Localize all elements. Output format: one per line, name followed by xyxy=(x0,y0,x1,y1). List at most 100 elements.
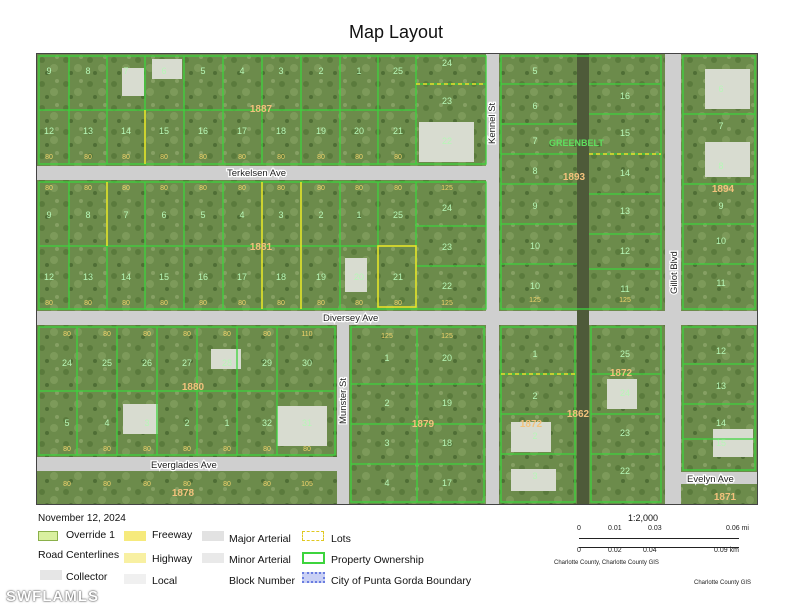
svg-text:4: 4 xyxy=(239,210,244,220)
svg-text:2: 2 xyxy=(532,391,537,401)
svg-text:105: 105 xyxy=(301,481,313,488)
collector-swatch xyxy=(40,570,62,580)
svg-text:12: 12 xyxy=(44,126,54,136)
svg-text:80: 80 xyxy=(84,185,92,192)
svg-text:22: 22 xyxy=(442,281,452,291)
svg-text:29: 29 xyxy=(262,358,272,368)
svg-text:80: 80 xyxy=(238,300,246,307)
svg-text:1: 1 xyxy=(224,418,229,428)
svg-text:80: 80 xyxy=(183,331,191,338)
svg-text:80: 80 xyxy=(45,154,53,161)
svg-text:80: 80 xyxy=(238,154,246,161)
svg-text:28: 28 xyxy=(222,358,232,368)
munster-st-road xyxy=(337,325,349,504)
svg-text:14: 14 xyxy=(121,272,131,282)
svg-text:80: 80 xyxy=(263,446,271,453)
scale-mi-2: 0.03 xyxy=(648,525,662,532)
svg-text:23: 23 xyxy=(620,428,630,438)
svg-text:4: 4 xyxy=(384,478,389,488)
svg-text:80: 80 xyxy=(317,185,325,192)
legend-local: Local xyxy=(152,575,178,587)
svg-text:24: 24 xyxy=(442,203,452,213)
svg-text:80: 80 xyxy=(63,331,71,338)
legend-override: Override 1 xyxy=(66,529,116,541)
svg-text:17: 17 xyxy=(442,478,452,488)
svg-text:9: 9 xyxy=(46,210,51,220)
svg-text:125: 125 xyxy=(529,297,541,304)
legend-freeway: Freeway xyxy=(152,529,193,541)
svg-text:125: 125 xyxy=(441,300,453,307)
svg-text:80: 80 xyxy=(223,331,231,338)
svg-text:125: 125 xyxy=(619,297,631,304)
svg-text:19: 19 xyxy=(316,272,326,282)
parcel-lines xyxy=(38,55,756,503)
street-evelyn: Evelyn Ave xyxy=(687,474,734,485)
svg-text:3: 3 xyxy=(532,471,537,481)
svg-text:80: 80 xyxy=(160,185,168,192)
evelyn-ave-road xyxy=(681,472,757,484)
svg-text:9: 9 xyxy=(46,66,51,76)
legend-major-arterial: Major Arterial xyxy=(229,533,291,545)
block-label: 1893 xyxy=(563,172,586,183)
street-terkelsen: Terkelsen Ave xyxy=(227,168,286,179)
svg-text:16: 16 xyxy=(620,91,630,101)
svg-text:13: 13 xyxy=(83,126,93,136)
svg-text:19: 19 xyxy=(316,126,326,136)
svg-text:80: 80 xyxy=(143,331,151,338)
svg-text:7: 7 xyxy=(532,136,537,146)
svg-text:80: 80 xyxy=(317,300,325,307)
block-label: 1872 xyxy=(610,368,633,379)
greenbelt-label: GREENBELT xyxy=(549,138,604,148)
svg-text:24: 24 xyxy=(62,358,72,368)
legend-highway: Highway xyxy=(152,553,193,565)
svg-text:80: 80 xyxy=(160,154,168,161)
block-label: 1894 xyxy=(712,184,735,195)
svg-text:80: 80 xyxy=(45,185,53,192)
svg-text:14: 14 xyxy=(716,418,726,428)
block-label: 1887 xyxy=(250,104,273,115)
svg-text:80: 80 xyxy=(103,446,111,453)
scale-mi-1: 0.01 xyxy=(608,525,622,532)
svg-text:80: 80 xyxy=(143,446,151,453)
lot-lines xyxy=(106,83,661,375)
local-swatch xyxy=(124,574,146,584)
street-gillot: Gillot Blvd xyxy=(669,251,680,294)
block-label: 1880 xyxy=(182,382,205,393)
legend-collector: Collector xyxy=(66,571,108,583)
svg-text:30: 30 xyxy=(302,358,312,368)
svg-text:80: 80 xyxy=(355,185,363,192)
svg-text:11: 11 xyxy=(620,284,629,294)
svg-text:7: 7 xyxy=(718,121,723,131)
svg-text:125: 125 xyxy=(441,185,453,192)
svg-text:31: 31 xyxy=(302,418,312,428)
street-kennel: Kennel St xyxy=(487,102,498,144)
svg-text:10: 10 xyxy=(716,236,726,246)
svg-text:6: 6 xyxy=(718,84,723,94)
svg-text:80: 80 xyxy=(263,481,271,488)
svg-text:25: 25 xyxy=(393,210,403,220)
svg-text:1: 1 xyxy=(356,66,361,76)
svg-text:80: 80 xyxy=(277,300,285,307)
svg-text:80: 80 xyxy=(199,300,207,307)
watermark: SWFLAMLS xyxy=(6,588,99,605)
scale-km-0: 0 xyxy=(577,547,581,554)
svg-text:80: 80 xyxy=(122,185,130,192)
lots-swatch xyxy=(302,531,324,541)
svg-text:24: 24 xyxy=(442,58,452,68)
terkelsen-ave-road xyxy=(37,166,497,180)
svg-text:4: 4 xyxy=(239,66,244,76)
svg-text:8: 8 xyxy=(532,166,537,176)
svg-text:5: 5 xyxy=(200,66,205,76)
svg-text:7: 7 xyxy=(123,66,128,76)
svg-text:8: 8 xyxy=(718,161,723,171)
svg-text:20: 20 xyxy=(354,272,364,282)
svg-text:125: 125 xyxy=(381,333,393,340)
svg-text:80: 80 xyxy=(160,300,168,307)
svg-text:80: 80 xyxy=(45,300,53,307)
diversey-ave-road xyxy=(37,311,757,325)
svg-text:16: 16 xyxy=(198,126,208,136)
svg-text:3: 3 xyxy=(384,438,389,448)
